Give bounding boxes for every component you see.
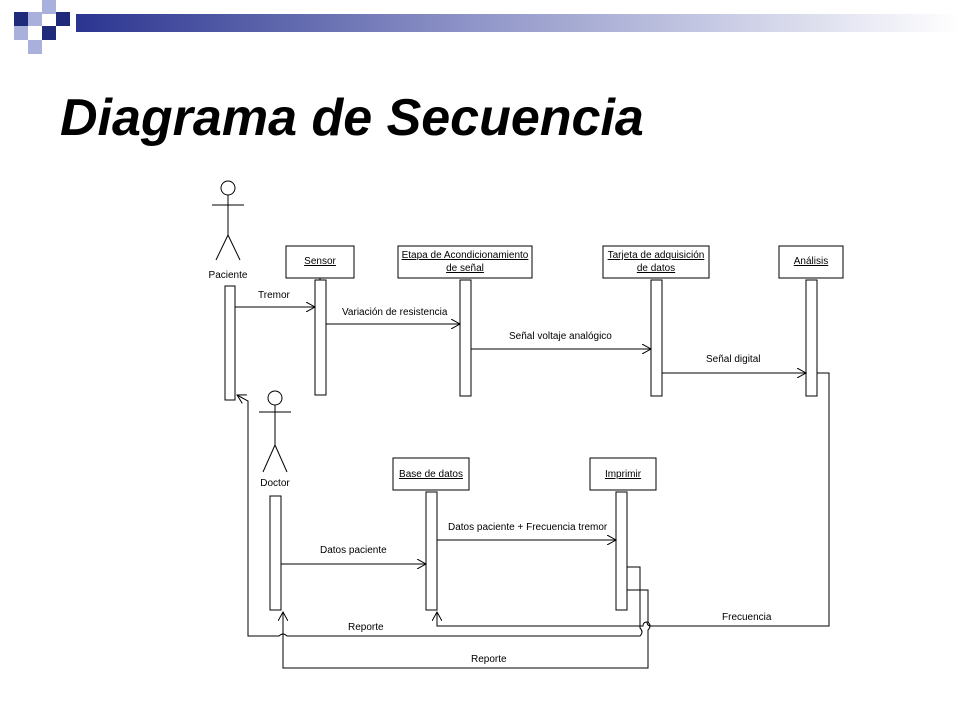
object-analisis	[778, 245, 844, 279]
deco-square-lavender-1	[28, 12, 42, 26]
deco-square-navy-2	[56, 12, 70, 26]
activation-imprimir	[615, 491, 628, 611]
object-sensor-label: Sensor	[304, 256, 336, 267]
activation-sensor	[314, 279, 327, 396]
actor-paciente-label: Paciente	[209, 270, 248, 281]
header-gradient-band	[76, 14, 960, 32]
message-senal-digital-label: Señal digital	[706, 354, 760, 365]
message-senal-analogica-label: Señal voltaje analógico	[509, 331, 612, 342]
object-etapa-label-line2: de señal	[446, 263, 484, 274]
object-analisis-label: Análisis	[794, 256, 828, 267]
message-datos-paciente-label: Datos paciente	[320, 545, 387, 556]
object-etapa-label-line1: Etapa de Acondicionamiento	[402, 250, 529, 261]
object-base-de-datos	[392, 457, 470, 491]
activation-base-de-datos	[425, 491, 438, 611]
object-imprimir	[589, 457, 657, 491]
message-reporte-doctor-path	[283, 589, 651, 669]
object-imprimir-label: Imprimir	[605, 469, 642, 480]
message-reporte-paciente-path	[237, 395, 643, 637]
activation-paciente	[224, 285, 236, 401]
deco-square-lavender-2	[42, 0, 56, 14]
object-etapa	[397, 245, 533, 279]
object-tarjeta-label-line2: de datos	[637, 263, 675, 274]
activation-etapa	[459, 279, 472, 397]
message-frecuencia-label: Frecuencia	[722, 612, 772, 623]
object-tarjeta-label-line1: Tarjeta de adquisición	[608, 250, 705, 261]
activation-analisis	[805, 279, 818, 397]
actor-paciente	[212, 180, 244, 261]
activation-doctor	[269, 495, 282, 611]
message-variacion-label: Variación de resistencia	[342, 307, 448, 318]
object-base-de-datos-label: Base de datos	[399, 469, 463, 480]
deco-square-navy-1	[14, 12, 28, 26]
message-reporte-doctor-label: Reporte	[471, 654, 507, 665]
actor-doctor	[259, 390, 291, 473]
message-datos-frecuencia-label: Datos paciente + Frecuencia tremor	[448, 522, 608, 533]
message-reporte-paciente-label: Reporte	[348, 622, 384, 633]
actor-doctor-label: Doctor	[260, 478, 290, 489]
message-frecuencia-path	[437, 372, 830, 627]
deco-square-lavender-4	[28, 40, 42, 54]
deco-square-lavender-3	[14, 26, 28, 40]
message-tremor-label: Tremor	[258, 290, 291, 301]
activation-tarjeta	[650, 279, 663, 397]
deco-square-navy-3	[42, 26, 56, 40]
slide-title: Diagrama de Secuencia	[60, 89, 644, 147]
object-tarjeta	[602, 245, 710, 279]
